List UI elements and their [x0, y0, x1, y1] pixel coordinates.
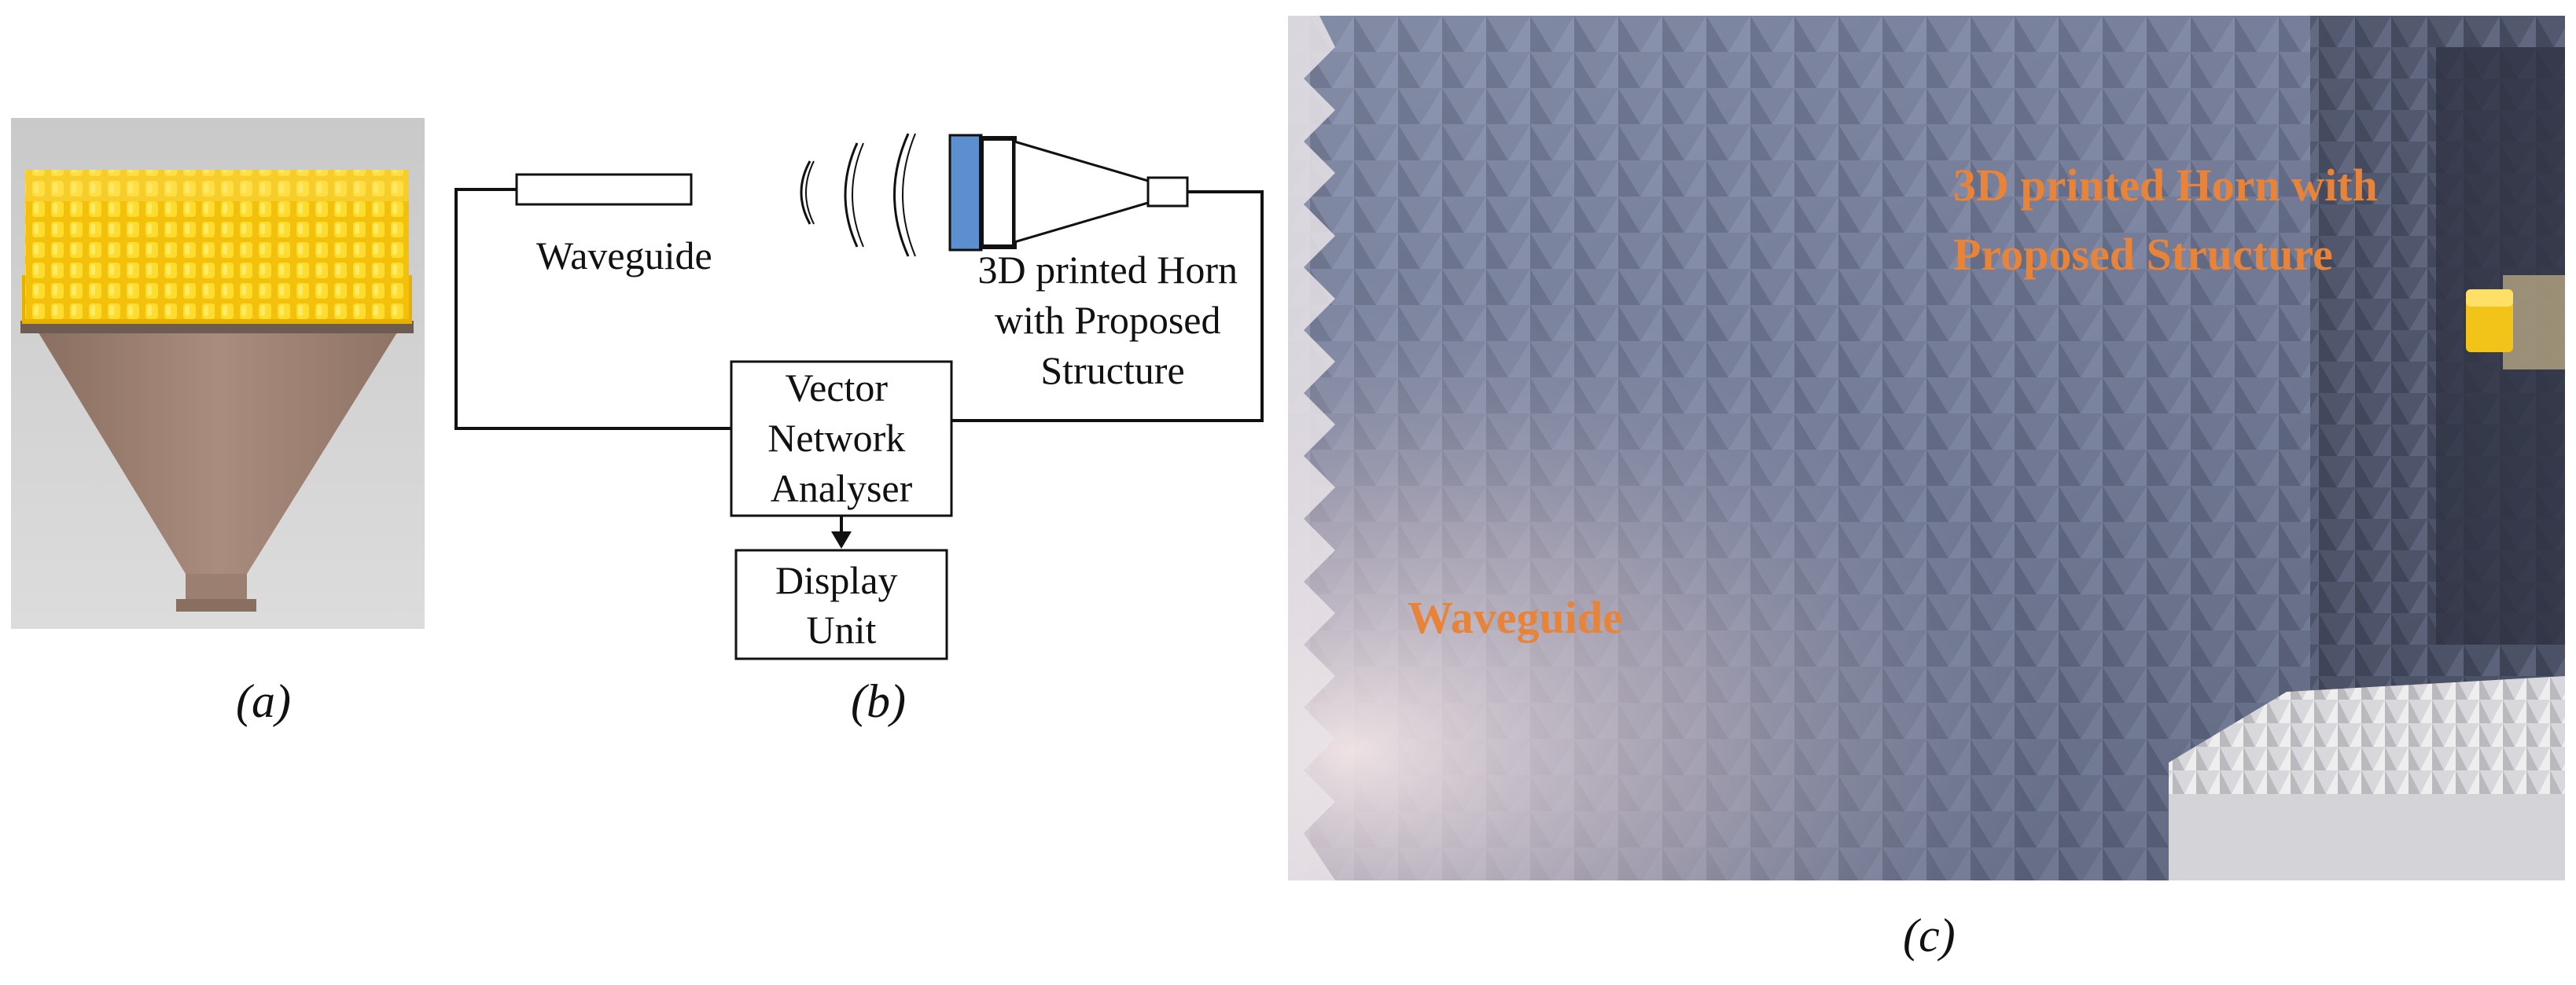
chamber-horn-label-line-2: Proposed Structure — [1953, 229, 2333, 280]
horn-label-line-1: 3D printed Horn — [978, 248, 1238, 292]
display-label-line-1: Display — [775, 558, 898, 602]
horn-feed-block — [1146, 176, 1189, 208]
horn-with-structure-shade — [2466, 289, 2513, 307]
chamber-horn-label: 3D printed Horn with Proposed Structure — [1953, 160, 2389, 280]
vna-to-display-arrowhead — [831, 531, 852, 549]
setup-diagram: Waveguide 3D printed Horn with Proposed … — [454, 133, 1264, 660]
caption-b: (b) — [851, 675, 906, 727]
horn-flare — [35, 326, 401, 574]
display-box — [734, 549, 948, 660]
horn-mount-bracket — [2503, 275, 2566, 369]
wave-arc-3b — [902, 133, 916, 257]
horn-structure-face — [948, 134, 983, 252]
horn-label-line-2: with Proposed — [995, 298, 1221, 342]
anechoic-chamber-photo: 3D printed Horn with Proposed Structure … — [1288, 16, 2566, 880]
horn-aperture-frame — [979, 136, 1017, 249]
wave-arc-2 — [844, 142, 859, 248]
horn-label: 3D printed Horn with Proposed Structure — [978, 248, 1248, 392]
left-cable — [454, 188, 731, 430]
chamber-horn-label-line-1: 3D printed Horn with — [1953, 160, 2378, 211]
horn-flare-outline — [1013, 139, 1150, 244]
wave-arc-1b — [805, 160, 815, 225]
waveguide-label: Waveguide — [536, 233, 712, 277]
left-wall-edge — [1288, 16, 1335, 880]
panel-b: Waveguide 3D printed Horn with Proposed … — [440, 118, 1274, 668]
vna-label: Vector Network Analyser — [767, 366, 914, 510]
horn-feed-flange — [176, 599, 256, 612]
waveguide-block — [515, 173, 693, 206]
wave-arc-3 — [893, 133, 910, 257]
panel-c: 3D printed Horn with Proposed Structure … — [1288, 16, 2566, 880]
caption-c: (c) — [1903, 910, 1956, 961]
yellow-structure-top-shade — [25, 170, 409, 201]
floor-absorber-base — [2169, 794, 2565, 880]
wave-arc-1 — [800, 160, 811, 225]
chamber-waveguide-label: Waveguide — [1408, 592, 1623, 643]
display-label-line-2: Unit — [807, 608, 877, 652]
panel-a — [11, 118, 425, 629]
caption-a: (a) — [236, 675, 291, 727]
vna-label-line-2: Network — [767, 416, 905, 460]
right-cable — [951, 190, 1264, 422]
wave-arc-2b — [852, 142, 864, 248]
horn-label-line-3: Structure — [1040, 348, 1184, 392]
vna-box — [730, 360, 953, 517]
horn-photo — [11, 118, 425, 629]
yellow-structure-pins — [25, 170, 409, 319]
display-label: Display Unit — [775, 558, 907, 652]
vna-label-line-1: Vector — [786, 366, 889, 410]
vna-label-line-3: Analyser — [771, 466, 913, 510]
